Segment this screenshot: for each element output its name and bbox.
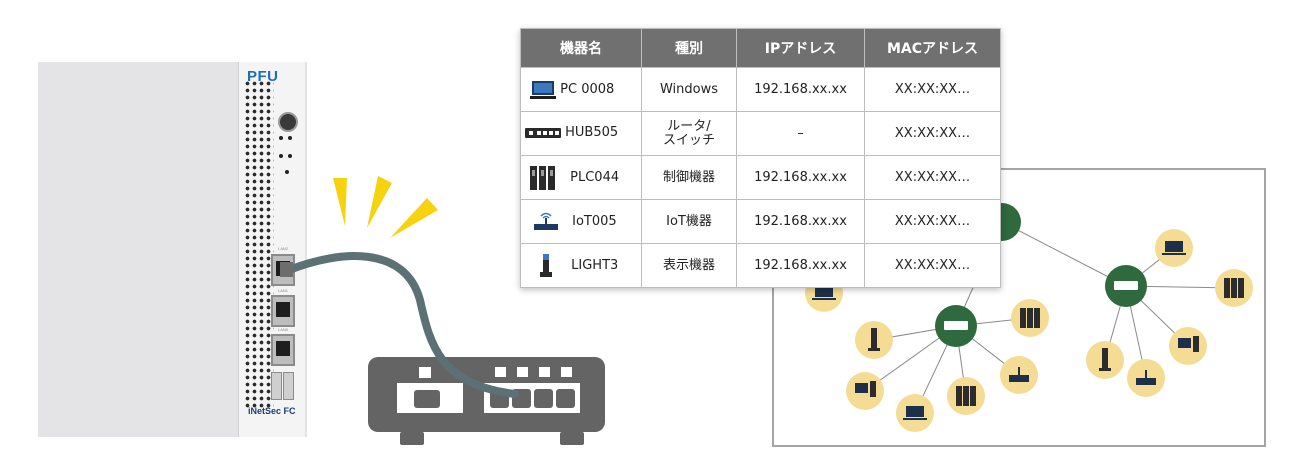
device-name-cell: PLC044 (520, 155, 642, 200)
device-node-plc (947, 377, 985, 415)
vent-holes (244, 80, 274, 410)
led-indicator (288, 154, 292, 158)
table-row[interactable]: PC 0008 Windows 192.168.xx.xx XX:XX:XX… (520, 67, 1001, 112)
led-indicator (279, 136, 283, 140)
device-type-cell: Windows (641, 67, 737, 112)
device-node-laptop (1155, 229, 1193, 267)
device-node-iot-router (1000, 356, 1038, 394)
device-name: HUB505 (565, 125, 619, 141)
device-type-cell: 表示機器 (641, 243, 737, 288)
led-indicator (279, 154, 283, 158)
device-node-plc (1215, 269, 1253, 307)
ip-address-cell: 192.168.xx.xx (736, 155, 865, 200)
ip-address-cell: 192.168.xx.xx (736, 199, 865, 244)
device-node-iot-router (1127, 359, 1165, 397)
port-label: LAN2 (278, 246, 289, 251)
device-type-cell: 制御機器 (641, 155, 737, 200)
mac-address-cell: XX:XX:XX… (864, 111, 1001, 156)
mac-address-cell: XX:XX:XX… (864, 155, 1001, 200)
device-node-signal-light (1086, 341, 1124, 379)
device-front-panel (38, 62, 241, 437)
ip-address-cell: – (736, 111, 865, 156)
device-node-desktop (846, 372, 884, 410)
device-type-cell: ルータ/ スイッチ (641, 111, 737, 156)
column-header-ip[interactable]: IPアドレス (736, 28, 865, 68)
ip-address-cell: 192.168.xx.xx (736, 67, 865, 112)
device-node-desktop (1169, 327, 1207, 365)
device-name-cell: LIGHT3 (520, 243, 642, 288)
device-node-plc (1011, 299, 1049, 337)
product-name-label: iNetSec FC (248, 406, 296, 416)
device-name: PLC044 (570, 169, 620, 185)
mac-address-cell: XX:XX:XX… (864, 243, 1001, 288)
device-name: LIGHT3 (571, 257, 619, 273)
brand-logo: PFU (247, 68, 279, 85)
led-indicator (288, 136, 292, 140)
device-type-cell: IoT機器 (641, 199, 737, 244)
alert-mark (367, 176, 392, 228)
usb-port[interactable] (283, 372, 294, 400)
device-name: IoT005 (572, 213, 617, 229)
lan-port[interactable] (271, 334, 295, 366)
lan-cable (285, 252, 519, 398)
table-row[interactable]: PLC044 制御機器 192.168.xx.xx XX:XX:XX… (520, 155, 1001, 200)
signal-light-icon (540, 253, 552, 277)
network-switch-icon (368, 357, 605, 445)
device-name-cell: PC 0008 (520, 67, 642, 112)
device-name-cell: IoT005 (520, 199, 642, 244)
column-header-type[interactable]: 種別 (641, 28, 737, 68)
table-row[interactable]: LIGHT3 表示機器 192.168.xx.xx XX:XX:XX… (520, 243, 1001, 288)
port-label: LAN0 (278, 327, 289, 332)
plc-icon (530, 165, 555, 190)
led-indicator (285, 170, 289, 174)
device-name-cell: HUB505 (520, 111, 642, 156)
mac-address-cell: XX:XX:XX… (864, 67, 1001, 112)
device-inventory-table: 機器名 種別 IPアドレス MACアドレス PC 0008 Windows 19… (520, 28, 1001, 288)
hub-icon (525, 128, 561, 139)
laptop-icon (530, 80, 556, 99)
device-node-laptop (896, 394, 934, 432)
usb-port[interactable] (271, 372, 282, 400)
column-header-mac[interactable]: MACアドレス (864, 28, 1001, 68)
device-node-signal-light (855, 321, 893, 359)
alert-mark (333, 178, 347, 226)
table-row[interactable]: IoT005 IoT機器 192.168.xx.xx XX:XX:XX… (520, 199, 1001, 244)
port-label: LAN1 (278, 288, 289, 293)
power-button[interactable] (278, 112, 298, 132)
lan-port[interactable] (271, 295, 295, 327)
ip-address-cell: 192.168.xx.xx (736, 243, 865, 288)
iot-router-icon (534, 212, 558, 230)
mac-address-cell: XX:XX:XX… (864, 199, 1001, 244)
column-header-device-name[interactable]: 機器名 (520, 28, 642, 68)
table-header-row: 機器名 種別 IPアドレス MACアドレス (520, 28, 1001, 68)
alert-mark (390, 198, 438, 238)
table-row[interactable]: HUB505 ルータ/ スイッチ – XX:XX:XX… (520, 111, 1001, 156)
device-name: PC 0008 (560, 81, 615, 97)
